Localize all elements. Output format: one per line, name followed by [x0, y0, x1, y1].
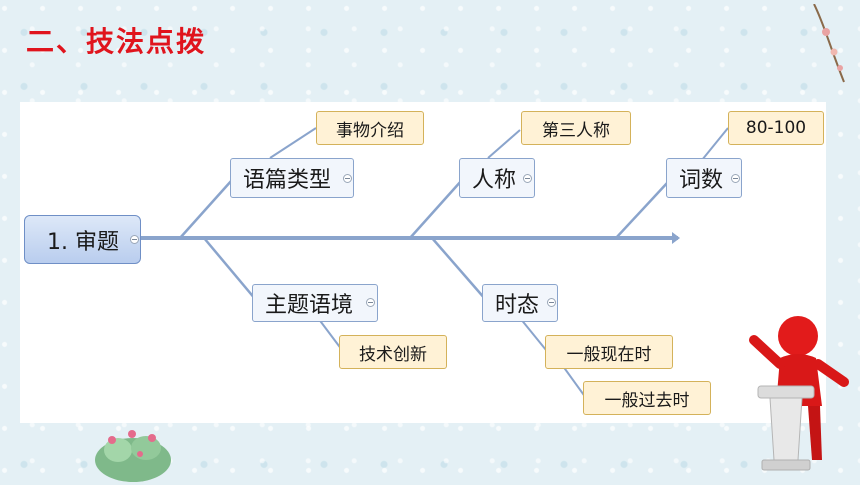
branch-node-label: 词数	[679, 168, 724, 193]
leaf-genre-description[interactable]: 事物介绍	[316, 111, 424, 145]
leaf-person-third[interactable]: 第三人称	[521, 111, 631, 145]
root-node-label: 1. 审题	[47, 229, 119, 255]
wordcount-collapse-icon[interactable]	[731, 174, 740, 183]
branch-node-label: 时态	[495, 293, 540, 318]
theme-collapse-icon[interactable]	[366, 298, 375, 307]
branch-node-theme[interactable]: 主题语境	[252, 284, 378, 322]
twig-decoration-icon	[813, 4, 845, 83]
page-title: 二、技法点拨	[26, 25, 207, 58]
root-node[interactable]: 1. 审题	[24, 215, 141, 264]
root-collapse-icon[interactable]	[130, 235, 139, 244]
leaf-label: 事物介绍	[336, 120, 404, 141]
diagram-panel	[20, 102, 826, 423]
branch-node-wordcount[interactable]: 词数	[666, 158, 742, 198]
genre-collapse-icon[interactable]	[343, 174, 352, 183]
leaf-tense-present[interactable]: 一般现在时	[545, 335, 673, 369]
leaf-label: 第三人称	[542, 120, 610, 141]
branch-node-label: 语篇类型	[243, 168, 332, 193]
person-collapse-icon[interactable]	[523, 174, 532, 183]
leaf-label: 80-100	[745, 118, 807, 138]
tense-collapse-icon[interactable]	[547, 298, 556, 307]
branch-node-genre[interactable]: 语篇类型	[230, 158, 354, 198]
branch-node-person[interactable]: 人称	[459, 158, 535, 198]
leaf-label: 一般现在时	[566, 344, 652, 365]
succulent-decoration-icon	[95, 430, 171, 482]
leaf-tense-past[interactable]: 一般过去时	[583, 381, 711, 415]
leaf-label: 技术创新	[359, 344, 427, 365]
branch-node-label: 主题语境	[265, 293, 354, 318]
leaf-wordcount-range[interactable]: 80-100	[728, 111, 824, 145]
leaf-label: 一般过去时	[604, 390, 690, 411]
speaker-figure-icon	[749, 316, 849, 471]
branch-node-tense[interactable]: 时态	[482, 284, 558, 322]
branch-node-label: 人称	[472, 168, 517, 193]
leaf-theme-tech[interactable]: 技术创新	[339, 335, 447, 369]
